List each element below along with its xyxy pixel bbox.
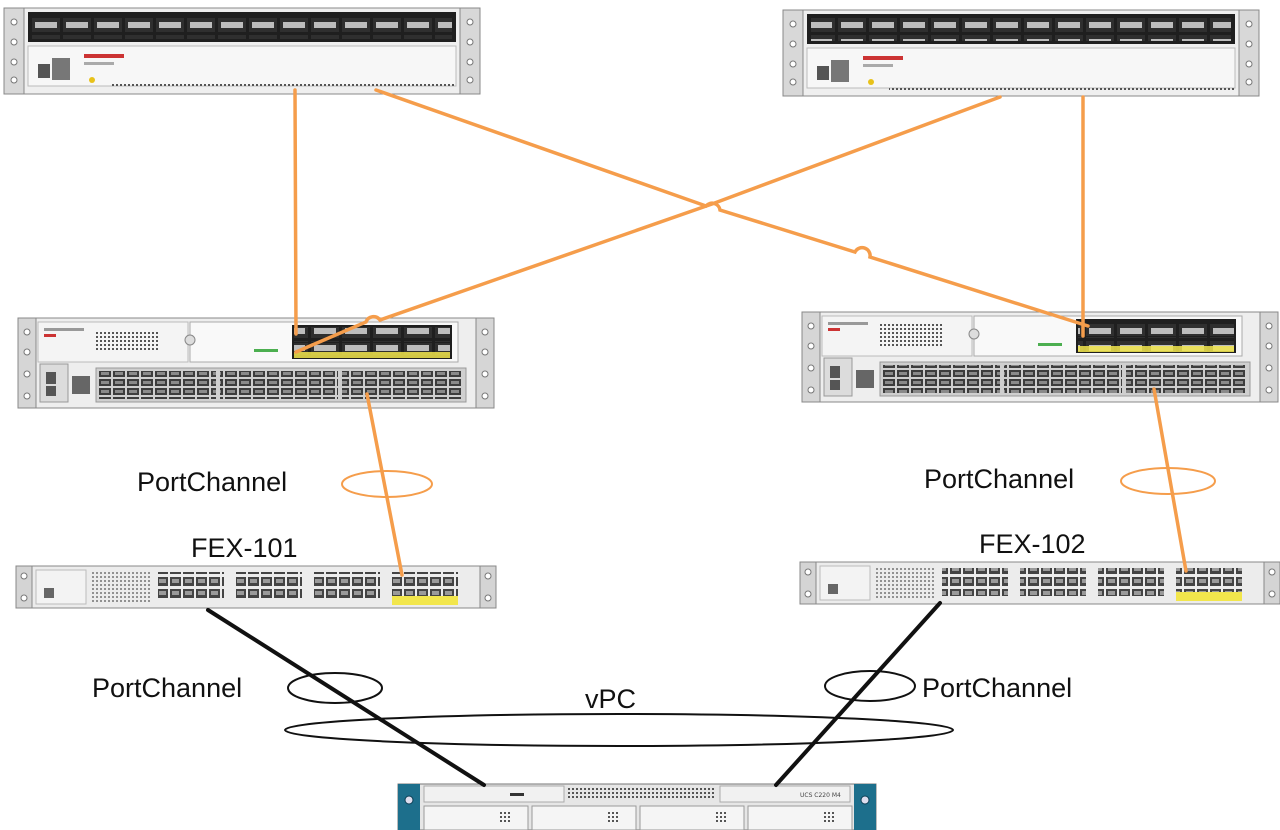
rack-server-device: UCS C220 M4	[397, 783, 877, 830]
uplink-spine-right-to-leaf-left	[294, 95, 1002, 354]
link-leaf-left-to-fex-101	[365, 392, 404, 577]
portchannel-ring-lower-left	[287, 672, 383, 704]
vpc-ring	[284, 713, 954, 747]
leaf-switch-right	[801, 311, 1279, 403]
uplink-links	[293, 88, 1188, 577]
portchannel-ring-upper-left	[341, 470, 433, 498]
link-fex-102-to-server	[774, 601, 942, 787]
spine-switch-right	[782, 9, 1260, 97]
fex-102-device	[799, 561, 1280, 605]
link-fex-101-to-server	[206, 608, 486, 787]
server-links	[206, 601, 942, 787]
uplink-spine-left-to-leaf-right	[374, 88, 1090, 328]
portchannel-ring-upper-right	[1120, 467, 1216, 495]
portchannel-label-upper-right: PortChannel	[924, 464, 1075, 494]
fex-101-label: FEX-101	[191, 533, 298, 563]
portchannel-ring-lower-right	[824, 670, 916, 702]
vpc-label: vPC	[585, 684, 637, 714]
portchannel-label-upper-left: PortChannel	[137, 467, 288, 497]
fex-102-label: FEX-102	[979, 529, 1086, 559]
portchannel-label-lower-left: PortChannel	[92, 673, 243, 703]
fex-101-device	[15, 565, 497, 609]
spine-switch-left	[3, 7, 481, 95]
leaf-switch-left	[17, 317, 495, 409]
uplink-spine-left-to-leaf-left	[293, 88, 298, 336]
server-model-text: UCS C220 M4	[800, 792, 841, 799]
link-leaf-right-to-fex-102	[1152, 387, 1188, 573]
portchannel-label-lower-right: PortChannel	[922, 673, 1073, 703]
